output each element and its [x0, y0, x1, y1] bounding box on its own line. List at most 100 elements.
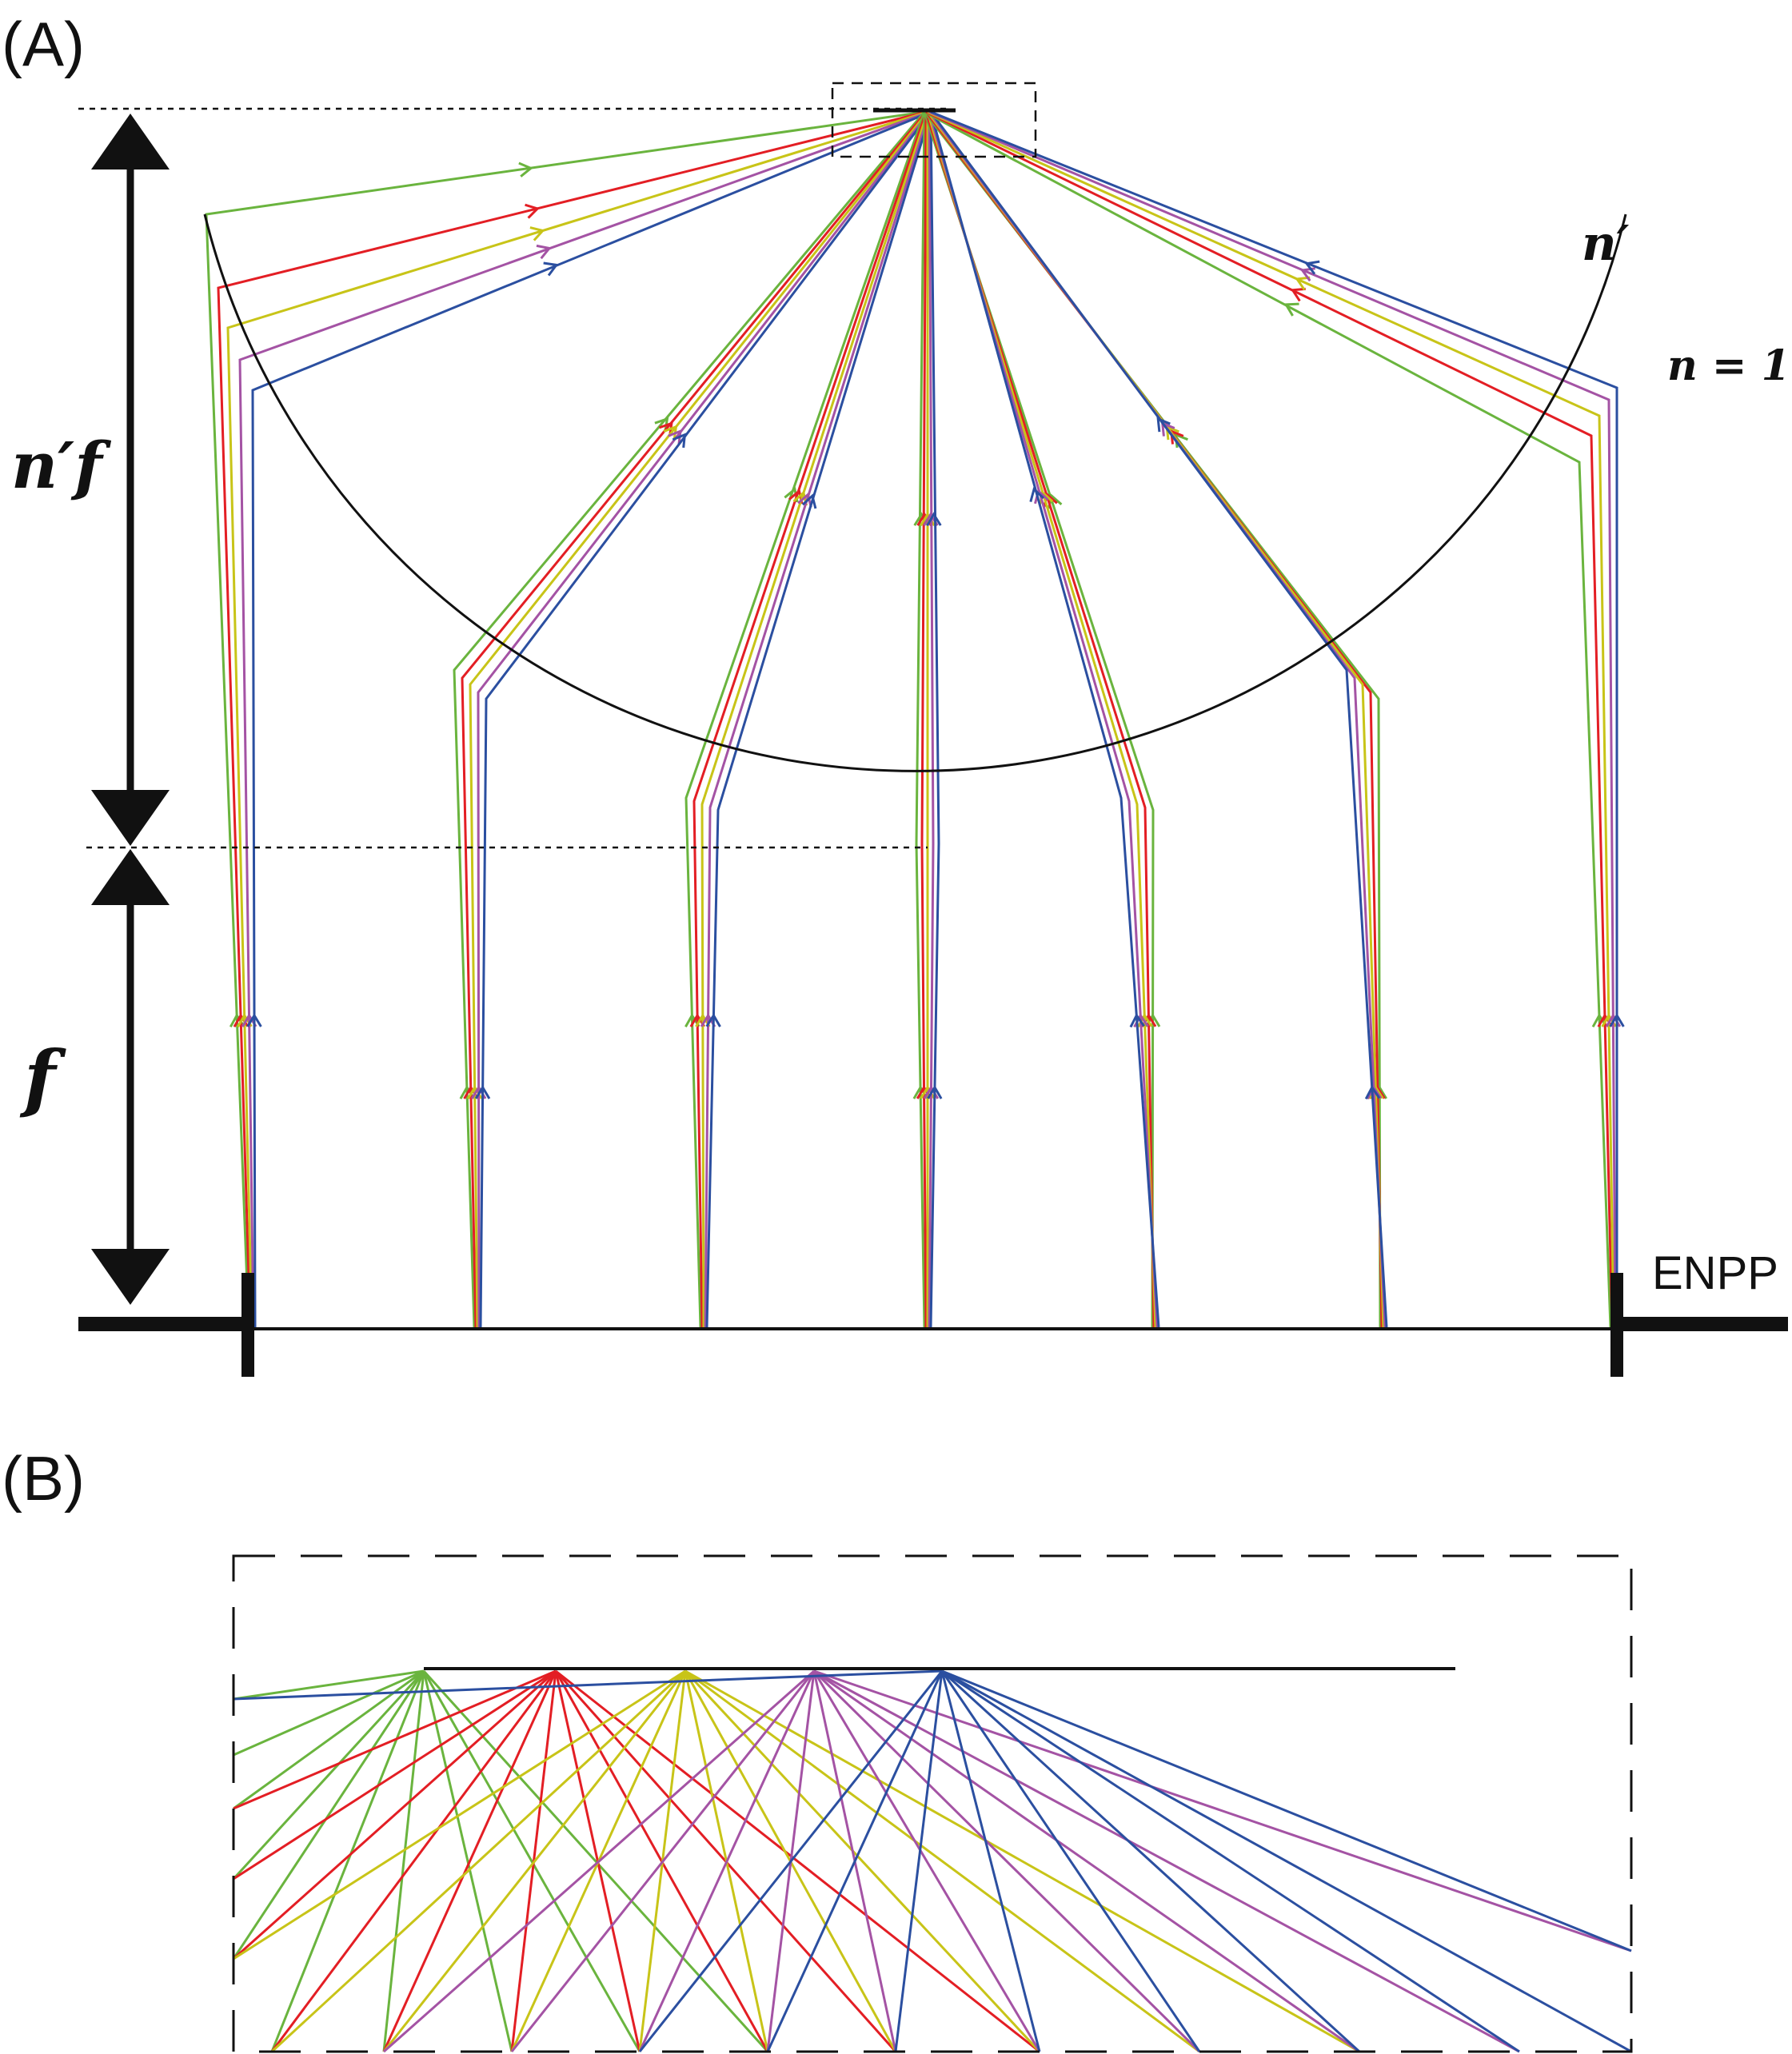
- ray-b: [684, 1669, 1360, 2053]
- ray-a: [924, 111, 1383, 1328]
- ray-arrow-a: [543, 261, 559, 277]
- ray-a: [930, 110, 1618, 1327]
- ray-a: [705, 111, 932, 1328]
- ray-a: [929, 111, 1160, 1328]
- ray-arrow-a: [927, 1085, 943, 1099]
- ray-b: [233, 1669, 425, 1701]
- zoom-region-dashed-box-enlarged: [232, 1554, 1633, 2053]
- ray-a: [928, 111, 1387, 1328]
- zoom-region-dashed-box: [831, 82, 1037, 158]
- ray-arrow-a: [1129, 1013, 1145, 1028]
- panel-a-label: (A): [2, 9, 85, 79]
- ray-a: [479, 111, 932, 1328]
- dimension-upper-label: n′f: [11, 428, 111, 503]
- ray-a: [924, 110, 1612, 1328]
- ray-b: [233, 1669, 557, 1810]
- ray-a: [929, 111, 940, 1328]
- ray-arrow-a: [474, 1085, 491, 1099]
- ray-b: [233, 1669, 557, 1960]
- ray-a: [461, 111, 928, 1328]
- ray-b: [684, 1669, 1041, 2053]
- ray-arrow-a: [1283, 302, 1299, 317]
- ray-arrow-a: [1038, 490, 1054, 506]
- ray-a: [923, 111, 1155, 1328]
- ray-a: [704, 111, 931, 1328]
- ray-b: [813, 1669, 1360, 2053]
- ray-b: [232, 1669, 425, 1881]
- ray-arrow-a: [1609, 1013, 1625, 1027]
- ray-b: [813, 1669, 1520, 2053]
- ray-arrow-a: [1029, 487, 1045, 503]
- ray-b: [941, 1669, 1520, 2053]
- ray-arrow-a: [1295, 276, 1311, 291]
- ray-b: [383, 1669, 815, 2053]
- ray-a: [453, 111, 926, 1328]
- ray-b: [382, 1670, 425, 2052]
- ray-b: [510, 1670, 816, 2052]
- ray-b: [941, 1669, 1632, 2053]
- ray-bundles-a: [205, 110, 1625, 1328]
- ray-arrow-a: [801, 493, 817, 509]
- ray-arrow-a: [1366, 1085, 1383, 1100]
- ray-b: [232, 1670, 425, 1960]
- ray-a: [684, 111, 926, 1328]
- ray-b: [233, 1669, 686, 1960]
- ray-arrow-a: [668, 429, 682, 445]
- panel-a: (A) n′f f n′ n = 1 ENPP: [2, 9, 1790, 1377]
- ray-arrow-a: [797, 492, 812, 508]
- dimension-arrow-upper: [91, 114, 170, 846]
- pupil-plane-label: ENPP: [1652, 1247, 1778, 1299]
- ray-arrow-a: [246, 1013, 262, 1027]
- ray-a: [920, 111, 928, 1328]
- ray-arrow-a: [705, 1013, 721, 1027]
- ray-a: [928, 111, 935, 1328]
- ray-b: [638, 1670, 944, 2052]
- ray-arrow-a: [529, 226, 545, 241]
- ray-a: [915, 111, 926, 1328]
- ray-arrow-a: [663, 425, 678, 441]
- ray-b: [233, 1669, 557, 1881]
- ray-a: [469, 111, 929, 1328]
- ray-b: [422, 1669, 769, 2053]
- panel-b-label: (B): [2, 1443, 85, 1514]
- ray-b: [894, 1670, 944, 2052]
- ray-arrow-a: [654, 417, 669, 433]
- ray-arrow-a: [926, 512, 942, 527]
- ray-b: [270, 1670, 425, 2052]
- ray-b: [813, 1669, 1632, 1952]
- panel-b: (B): [2, 1443, 1633, 2053]
- ray-b: [233, 1669, 425, 1810]
- ray-arrow-a: [672, 433, 687, 449]
- ray-b: [940, 1670, 1201, 2052]
- ray-b: [812, 1669, 1201, 2053]
- ray-b: [382, 1670, 687, 2052]
- inside-medium-label: n = 1: [1667, 341, 1790, 390]
- ray-b: [812, 1670, 1041, 2052]
- ray-b: [940, 1670, 1041, 2052]
- lens-surface-arc: [203, 213, 1627, 772]
- ray-arrow-a: [1290, 287, 1306, 302]
- ray-a: [477, 111, 931, 1328]
- ray-a: [924, 111, 1155, 1328]
- ray-a: [928, 110, 1617, 1328]
- ray-a: [251, 110, 932, 1328]
- ray-b: [382, 1670, 557, 2052]
- ray-b: [270, 1670, 557, 2052]
- ray-a: [700, 111, 929, 1328]
- ray-arrow-a: [525, 203, 540, 219]
- ray-arrow-a: [1156, 417, 1171, 433]
- ray-b: [940, 1669, 1361, 2053]
- dimension-arrow-lower: [91, 849, 170, 1305]
- ray-a: [928, 111, 1159, 1328]
- ray-b: [766, 1670, 944, 2052]
- ray-b: [422, 1670, 641, 2052]
- ray-a: [925, 110, 1614, 1328]
- ray-fans-b: [232, 1669, 1632, 2053]
- ray-a: [226, 110, 928, 1328]
- ray-b: [270, 1669, 687, 2053]
- ray-b: [684, 1669, 1200, 2053]
- ray-arrow-a: [536, 244, 552, 260]
- ray-b: [233, 1669, 943, 1701]
- ray-a: [692, 111, 928, 1328]
